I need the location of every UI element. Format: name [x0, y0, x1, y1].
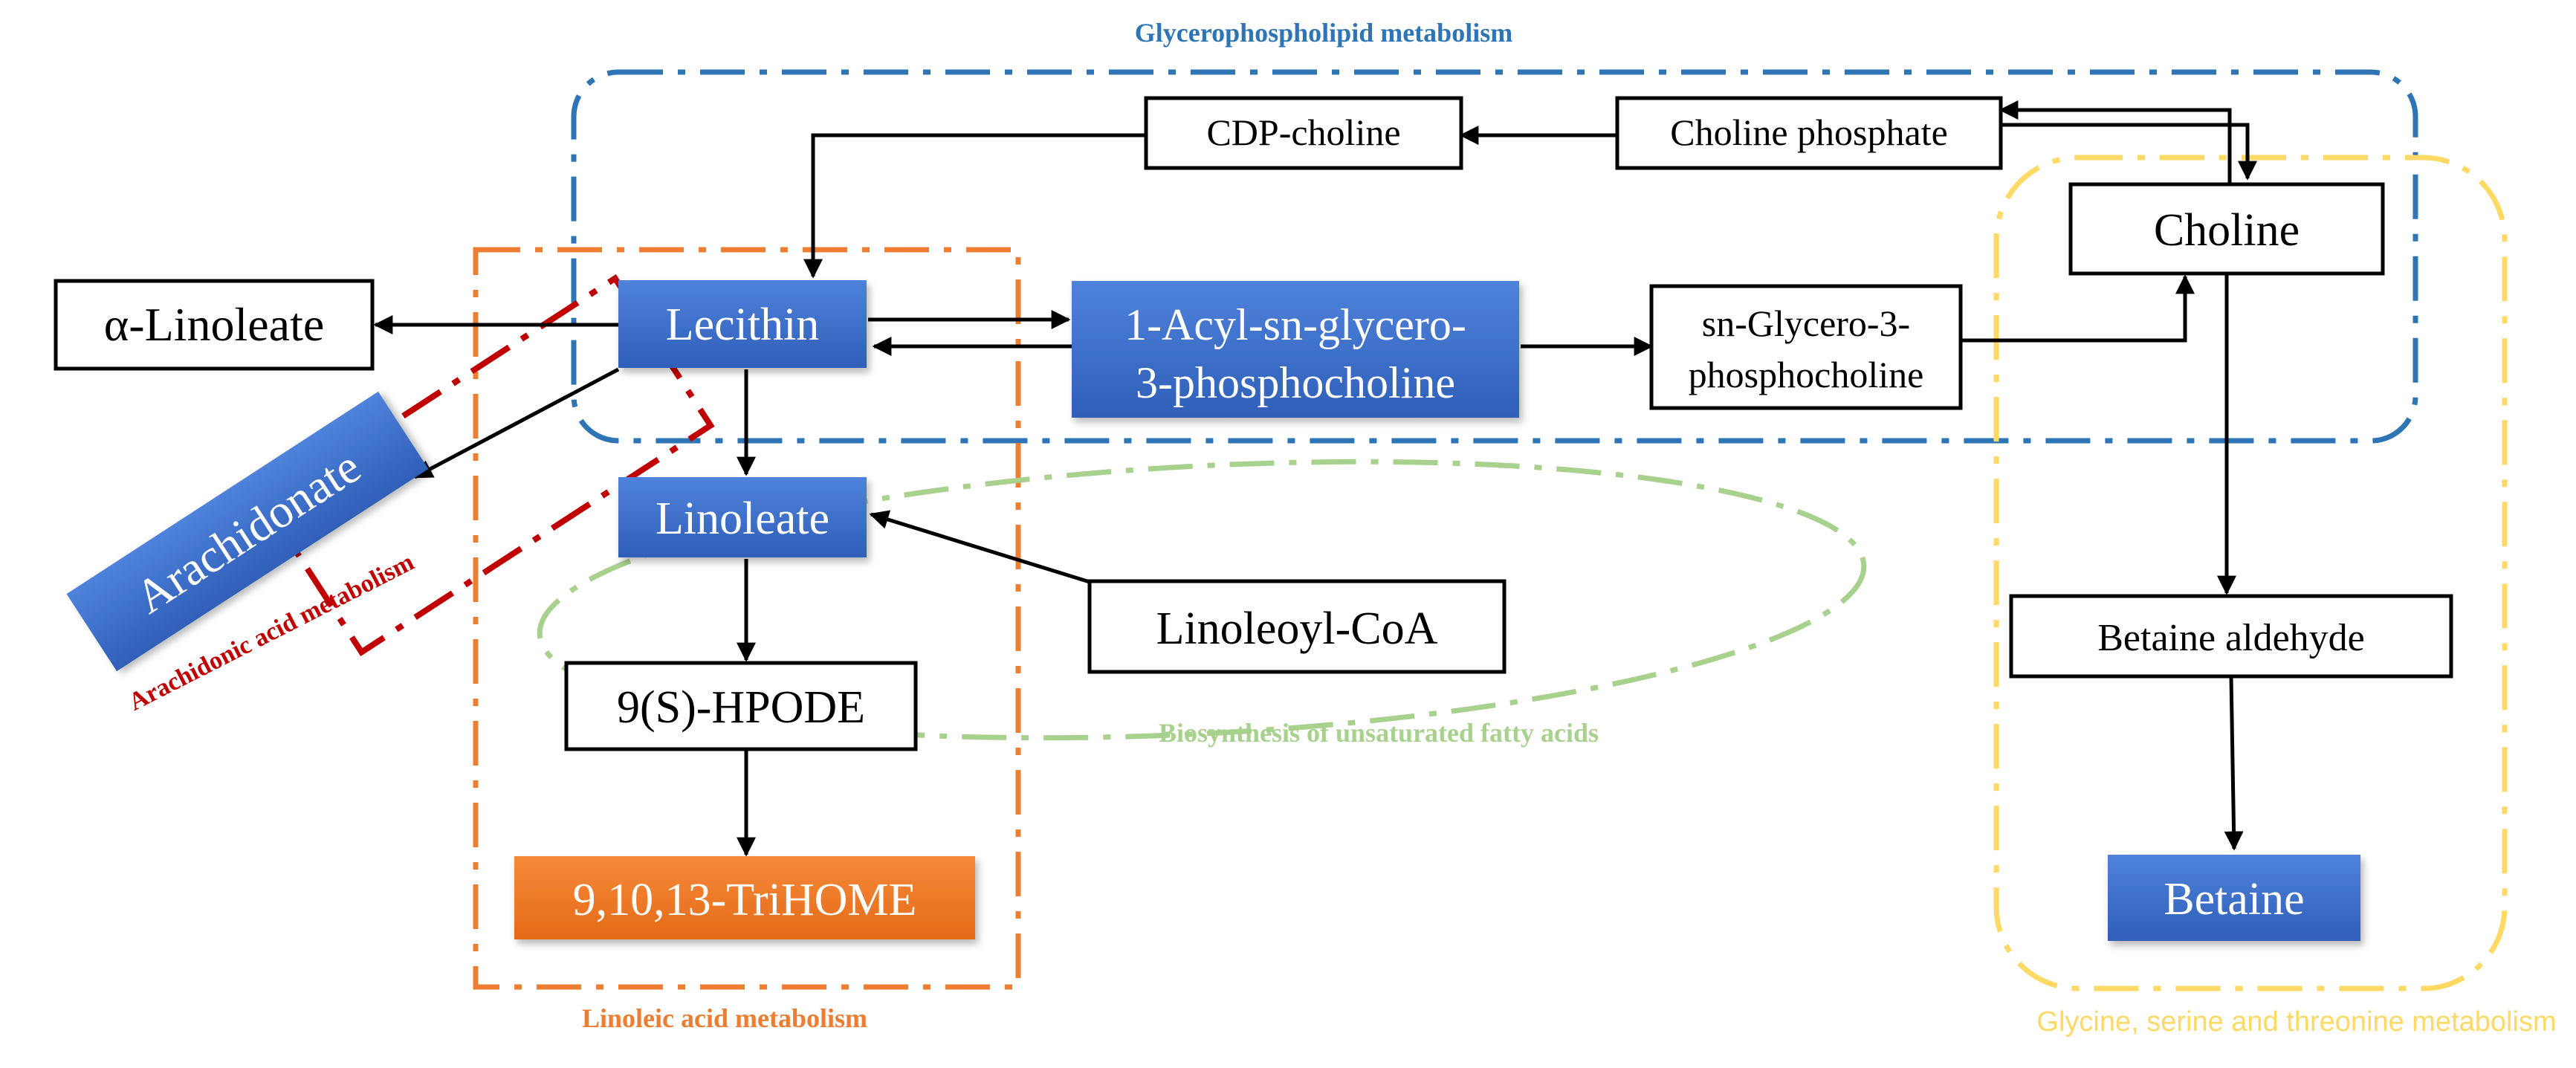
node-trihome: 9,10,13-TriHOME — [514, 856, 975, 939]
node-choline-phosphate-label: Choline phosphate — [1670, 111, 1948, 153]
node-choline-label: Choline — [2154, 205, 2300, 256]
node-cdp-choline-label: CDP-choline — [1206, 111, 1400, 153]
node-acyl-gpc-line1: 1-Acyl-sn-glycero- — [1124, 300, 1466, 349]
node-linoleoyl-coa-label: Linoleoyl-CoA — [1156, 603, 1438, 654]
node-betaine-label: Betaine — [2164, 874, 2304, 925]
unsaturated-fatty-acids-region — [537, 459, 1867, 741]
arrow-choline-phosphate-to-choline — [2001, 123, 2257, 181]
node-choline-phosphate: Choline phosphate — [1615, 96, 2003, 170]
arrow-choline-to-choline-phosphate — [1999, 100, 2232, 184]
node-1-acyl-sn-glycero-3-phosphocholine: 1-Acyl-sn-glycero- 3-phosphocholine — [1072, 281, 1519, 418]
glycerophospholipid-label: Glycerophospholipid metabolism — [1135, 18, 1512, 48]
node-betaine: Betaine — [2108, 855, 2360, 941]
arrow-cdp-choline-to-lecithin — [803, 133, 1146, 279]
arrow-lecithin-to-arachidonate — [412, 367, 620, 479]
unsaturated-fatty-acids-label: Biosynthesis of unsaturated fatty acids — [1159, 718, 1599, 748]
node-choline: Choline — [2068, 182, 2385, 276]
node-alpha-linoleate-label: α-Linoleate — [104, 298, 325, 351]
node-linoleoyl-coa: Linoleoyl-CoA — [1087, 579, 1507, 674]
node-betaine-aldehyde: Betaine aldehyde — [2009, 594, 2453, 679]
node-hpode: 9(S)-HPODE — [564, 661, 918, 751]
node-sn-gpc-line1: sn-Glycero-3- — [1702, 302, 1910, 344]
linoleic-acid-region — [473, 247, 1021, 990]
node-cdp-choline: CDP-choline — [1144, 96, 1463, 170]
node-sn-gpc-line2: phosphocholine — [1689, 354, 1924, 395]
node-lecithin: Lecithin — [618, 280, 867, 368]
linoleic-acid-label: Linoleic acid metabolism — [582, 1003, 867, 1033]
node-alpha-linoleate: α-Linoleate — [54, 279, 375, 371]
glycine-label: Glycine, serine and threonine metabolism — [2036, 1006, 2556, 1038]
node-linoleate-label: Linoleate — [656, 493, 829, 544]
arrows — [373, 100, 2257, 857]
node-lecithin-label: Lecithin — [666, 300, 820, 350]
node-linoleate: Linoleate — [618, 477, 867, 557]
arrow-linoleoyl-coa-to-linoleate — [869, 510, 1090, 584]
arrow-betaine-aldehyde-to-betaine — [2224, 676, 2244, 851]
glycine-region — [1993, 155, 2508, 991]
node-hpode-label: 9(S)-HPODE — [617, 682, 865, 733]
arrow-sn-gpc-to-choline — [1961, 274, 2195, 343]
node-sn-glycero-3-phosphocholine: sn-Glycero-3- phosphocholine — [1649, 284, 1963, 410]
node-trihome-label: 9,10,13-TriHOME — [573, 875, 917, 925]
node-acyl-gpc-line2: 3-phosphocholine — [1136, 358, 1455, 407]
node-betaine-aldehyde-label: Betaine aldehyde — [2097, 617, 2365, 659]
glycerophospholipid-region — [571, 69, 2418, 444]
